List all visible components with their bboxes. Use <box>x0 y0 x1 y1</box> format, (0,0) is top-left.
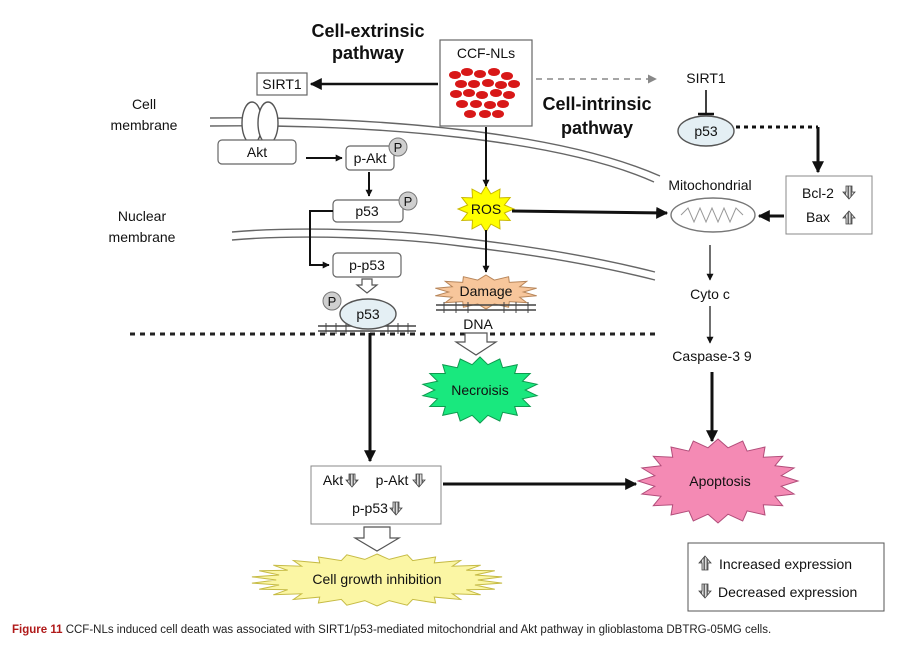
bcl2-label: Bcl-2 <box>802 185 834 201</box>
nanoparticle <box>488 68 500 76</box>
mitochondrial-label: Mitochondrial <box>668 177 751 193</box>
ros-label: ROS <box>471 201 501 217</box>
nanoparticle <box>468 80 480 88</box>
legend-up-icon <box>698 555 712 571</box>
p-akt-label: p-Akt <box>354 150 387 166</box>
pathway-diagram: Cell-extrinsic pathway Cell-intrinsic pa… <box>109 21 885 612</box>
nanoparticle <box>495 81 507 89</box>
nanoparticle <box>479 110 491 118</box>
cell-membrane-label-line1: Cell <box>132 96 156 112</box>
figure-caption: Figure 11 CCF-NLs induced cell death was… <box>12 624 892 636</box>
nuclear-membrane-label-line1: Nuclear <box>118 208 167 224</box>
result-p-p53-down-icon <box>389 501 403 516</box>
dna-middle <box>436 302 536 313</box>
extrinsic-heading-line1: Cell-extrinsic <box>311 21 424 41</box>
p53-right <box>677 115 735 147</box>
apoptosis-label: Apoptosis <box>689 473 750 489</box>
nanoparticle <box>450 90 462 98</box>
result-p-akt-down-icon <box>412 473 426 488</box>
nanoparticle <box>482 79 494 87</box>
nanoparticle <box>508 80 520 88</box>
nanoparticle <box>470 100 482 108</box>
legend-box <box>687 542 885 612</box>
nanoparticle <box>449 71 461 79</box>
extrinsic-heading-line2: pathway <box>332 43 404 63</box>
legend-increased-label: Increased expression <box>719 556 852 572</box>
akt-label: Akt <box>247 144 267 160</box>
nanoparticle <box>464 110 476 118</box>
ccf-nls-box: CCF-NLs <box>439 39 533 127</box>
intrinsic-heading-line1: Cell-intrinsic <box>542 94 651 114</box>
nanoparticle <box>490 89 502 97</box>
p53-mid-label: p53 <box>355 203 379 219</box>
sirt1-left-box <box>256 72 308 96</box>
phospho-p-akt-label: P <box>394 140 403 155</box>
nuclear-membrane-label-line2: membrane <box>109 229 176 245</box>
intrinsic-heading-line2: pathway <box>561 118 633 138</box>
akt-box <box>217 139 297 165</box>
legend-decreased-label: Decreased expression <box>718 584 857 600</box>
result-p-p53-label: p-p53 <box>352 500 388 516</box>
membrane-receptor <box>241 101 279 145</box>
dna-label: DNA <box>463 316 493 332</box>
phospho-p53-dna <box>322 291 342 311</box>
phospho-p53 <box>398 191 418 211</box>
p53-right-label: p53 <box>694 123 718 139</box>
damage-label: Damage <box>460 283 513 299</box>
nanoparticle <box>463 89 475 97</box>
sirt1-right-label: SIRT1 <box>686 70 726 86</box>
result-p-akt-label: p-Akt <box>376 472 409 488</box>
arrows <box>306 74 824 552</box>
nanoparticle-cluster <box>449 68 520 118</box>
bax-label: Bax <box>806 209 830 225</box>
p-akt-box <box>345 145 395 171</box>
p-p53-box <box>332 252 402 278</box>
p53-dna-bound <box>339 298 397 330</box>
damage-starburst <box>435 274 537 310</box>
bcl2-down-icon <box>842 185 856 200</box>
figure-caption-label: Figure 11 <box>12 624 63 636</box>
nanoparticle <box>501 72 513 80</box>
mitochondria <box>670 197 756 233</box>
nanoparticle <box>456 100 468 108</box>
nanoparticle <box>474 70 486 78</box>
nanoparticle <box>455 80 467 88</box>
nanoparticle <box>497 100 509 108</box>
phospho-p-akt <box>388 137 408 157</box>
nanoparticle <box>484 101 496 109</box>
ccf-nls-label: CCF-NLs <box>457 45 515 61</box>
bax-up-icon <box>842 210 856 225</box>
result-akt-down-icon <box>345 473 359 488</box>
p-p53-label: p-p53 <box>349 257 385 273</box>
legend-down-icon <box>698 583 712 599</box>
phospho-p53-dna-label: P <box>328 294 337 309</box>
necroisis-label: Necroisis <box>451 382 509 398</box>
growth-inhibition-starburst <box>251 553 503 607</box>
bcl2-bax-box <box>785 175 873 235</box>
cell-membrane <box>209 117 661 183</box>
phospho-p53-label: P <box>404 194 413 209</box>
necroisis-starburst <box>421 356 539 424</box>
p53-dna-label: p53 <box>356 306 380 322</box>
nanoparticle <box>503 91 515 99</box>
sirt1-left-label: SIRT1 <box>262 76 302 92</box>
apoptosis-starburst <box>636 438 800 524</box>
nanoparticle <box>476 91 488 99</box>
nanoparticle <box>492 110 504 118</box>
nanoparticle <box>461 68 473 76</box>
caspase-label: Caspase-3 9 <box>672 348 752 364</box>
nuclear-membrane <box>231 228 656 281</box>
result-akt-label: Akt <box>323 472 343 488</box>
figure-caption-text: CCF-NLs induced cell death was associate… <box>62 624 772 636</box>
growth-inhibition-label: Cell growth inhibition <box>312 571 441 587</box>
cyto-c-label: Cyto c <box>690 286 730 302</box>
cell-membrane-label-line2: membrane <box>111 117 178 133</box>
